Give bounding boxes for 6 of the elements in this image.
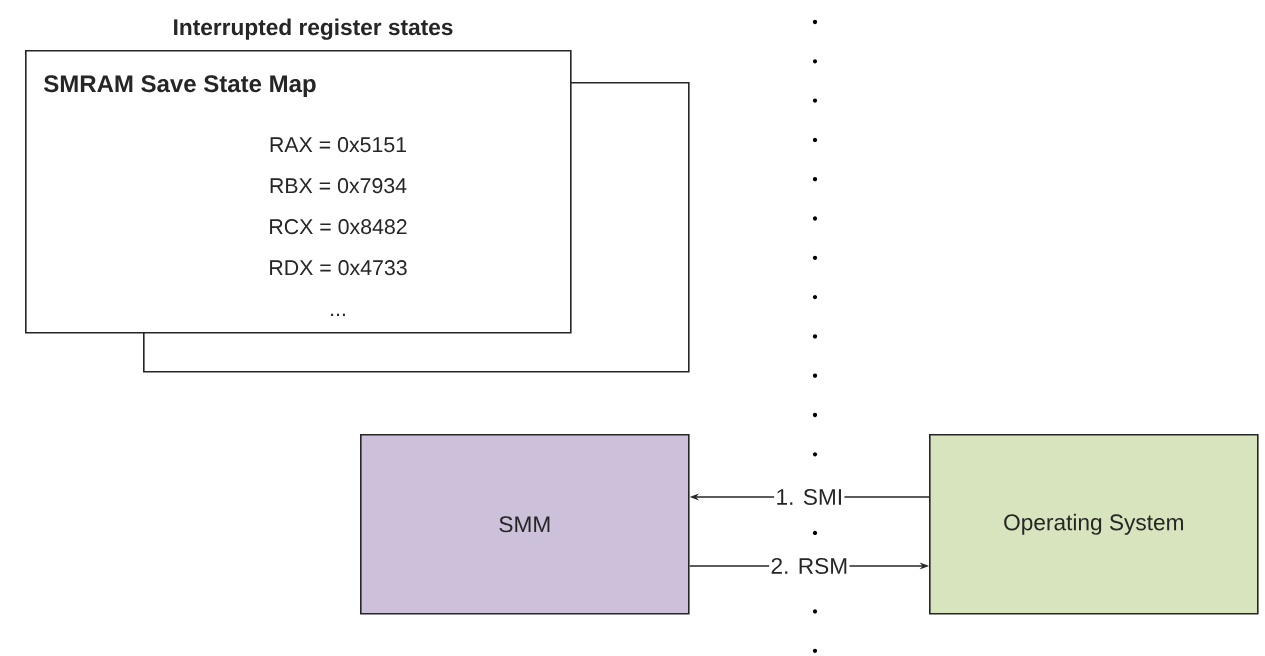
save-state-map-box: Interrupted register states SMRAM Save State Map RAX = 0x5151 RBX = 0x7934 RCX = 0x8482 RDX = 0x4733 ...	[25, 18, 572, 334]
process-box: Operating System	[929, 434, 1259, 615]
process-box: SMM	[360, 434, 690, 615]
edge-label: 1. SMI	[774, 487, 845, 507]
node-label: Interrupted register states	[174, 18, 453, 40]
edge-label: 2. RSM	[769, 556, 850, 576]
